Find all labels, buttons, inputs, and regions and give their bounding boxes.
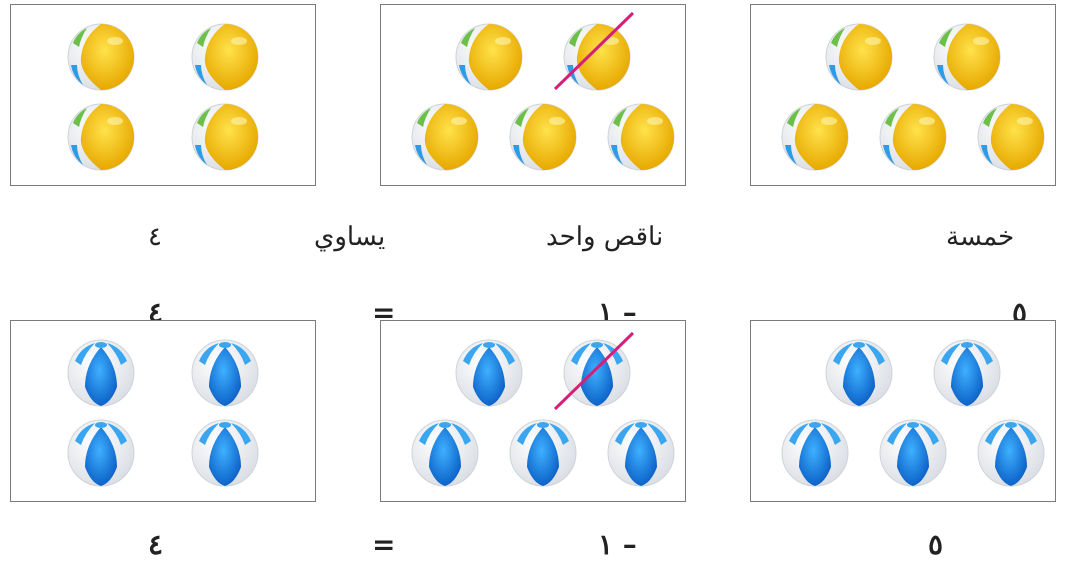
blue-beach-ball-icon: [877, 417, 949, 489]
blue-beach-ball-icon: [931, 337, 1003, 409]
equation-2-left: ٥: [928, 528, 944, 561]
cross-out-line: [553, 331, 635, 411]
cross-out-line: [553, 11, 635, 91]
yellow-beach-ball-icon: [561, 21, 633, 93]
blue-beach-ball-icon: [561, 337, 633, 409]
yellow-beach-ball-icon: [975, 101, 1047, 173]
blue-beach-ball-icon: [409, 417, 481, 489]
blue-beach-ball-icon: [189, 417, 261, 489]
blue-beach-ball-icon: [453, 337, 525, 409]
yellow-beach-ball-icon: [453, 21, 525, 93]
blue-beach-ball-icon: [65, 417, 137, 489]
blue-beach-ball-icon: [189, 337, 261, 409]
panel-blue-five-one-crossed: [380, 320, 686, 502]
word-minus-one: ناقص واحد: [546, 222, 664, 252]
word-four: ٤: [148, 222, 162, 252]
panel-yellow-four: [10, 4, 316, 186]
blue-beach-ball-icon: [823, 337, 895, 409]
word-equals: يساوي: [314, 222, 386, 252]
yellow-beach-ball-icon: [65, 101, 137, 173]
blue-beach-ball-icon: [605, 417, 677, 489]
yellow-beach-ball-icon: [605, 101, 677, 173]
yellow-beach-ball-icon: [931, 21, 1003, 93]
panel-yellow-five-one-crossed: [380, 4, 686, 186]
yellow-beach-ball-icon: [823, 21, 895, 93]
blue-beach-ball-icon: [975, 417, 1047, 489]
equation-2-equals: =: [372, 528, 396, 561]
yellow-beach-ball-icon: [189, 21, 261, 93]
yellow-beach-ball-icon: [779, 101, 851, 173]
yellow-beach-ball-icon: [877, 101, 949, 173]
equation-2-minus: ١ –: [598, 528, 637, 561]
equation-2-result: ٤: [148, 528, 164, 561]
yellow-beach-ball-icon: [65, 21, 137, 93]
word-five: خمسة: [946, 222, 1015, 252]
yellow-beach-ball-icon: [189, 101, 261, 173]
blue-beach-ball-icon: [779, 417, 851, 489]
yellow-beach-ball-icon: [507, 101, 579, 173]
panel-blue-four: [10, 320, 316, 502]
yellow-beach-ball-icon: [409, 101, 481, 173]
panel-yellow-five: [750, 4, 1056, 186]
blue-beach-ball-icon: [507, 417, 579, 489]
panel-blue-five: [750, 320, 1056, 502]
blue-beach-ball-icon: [65, 337, 137, 409]
